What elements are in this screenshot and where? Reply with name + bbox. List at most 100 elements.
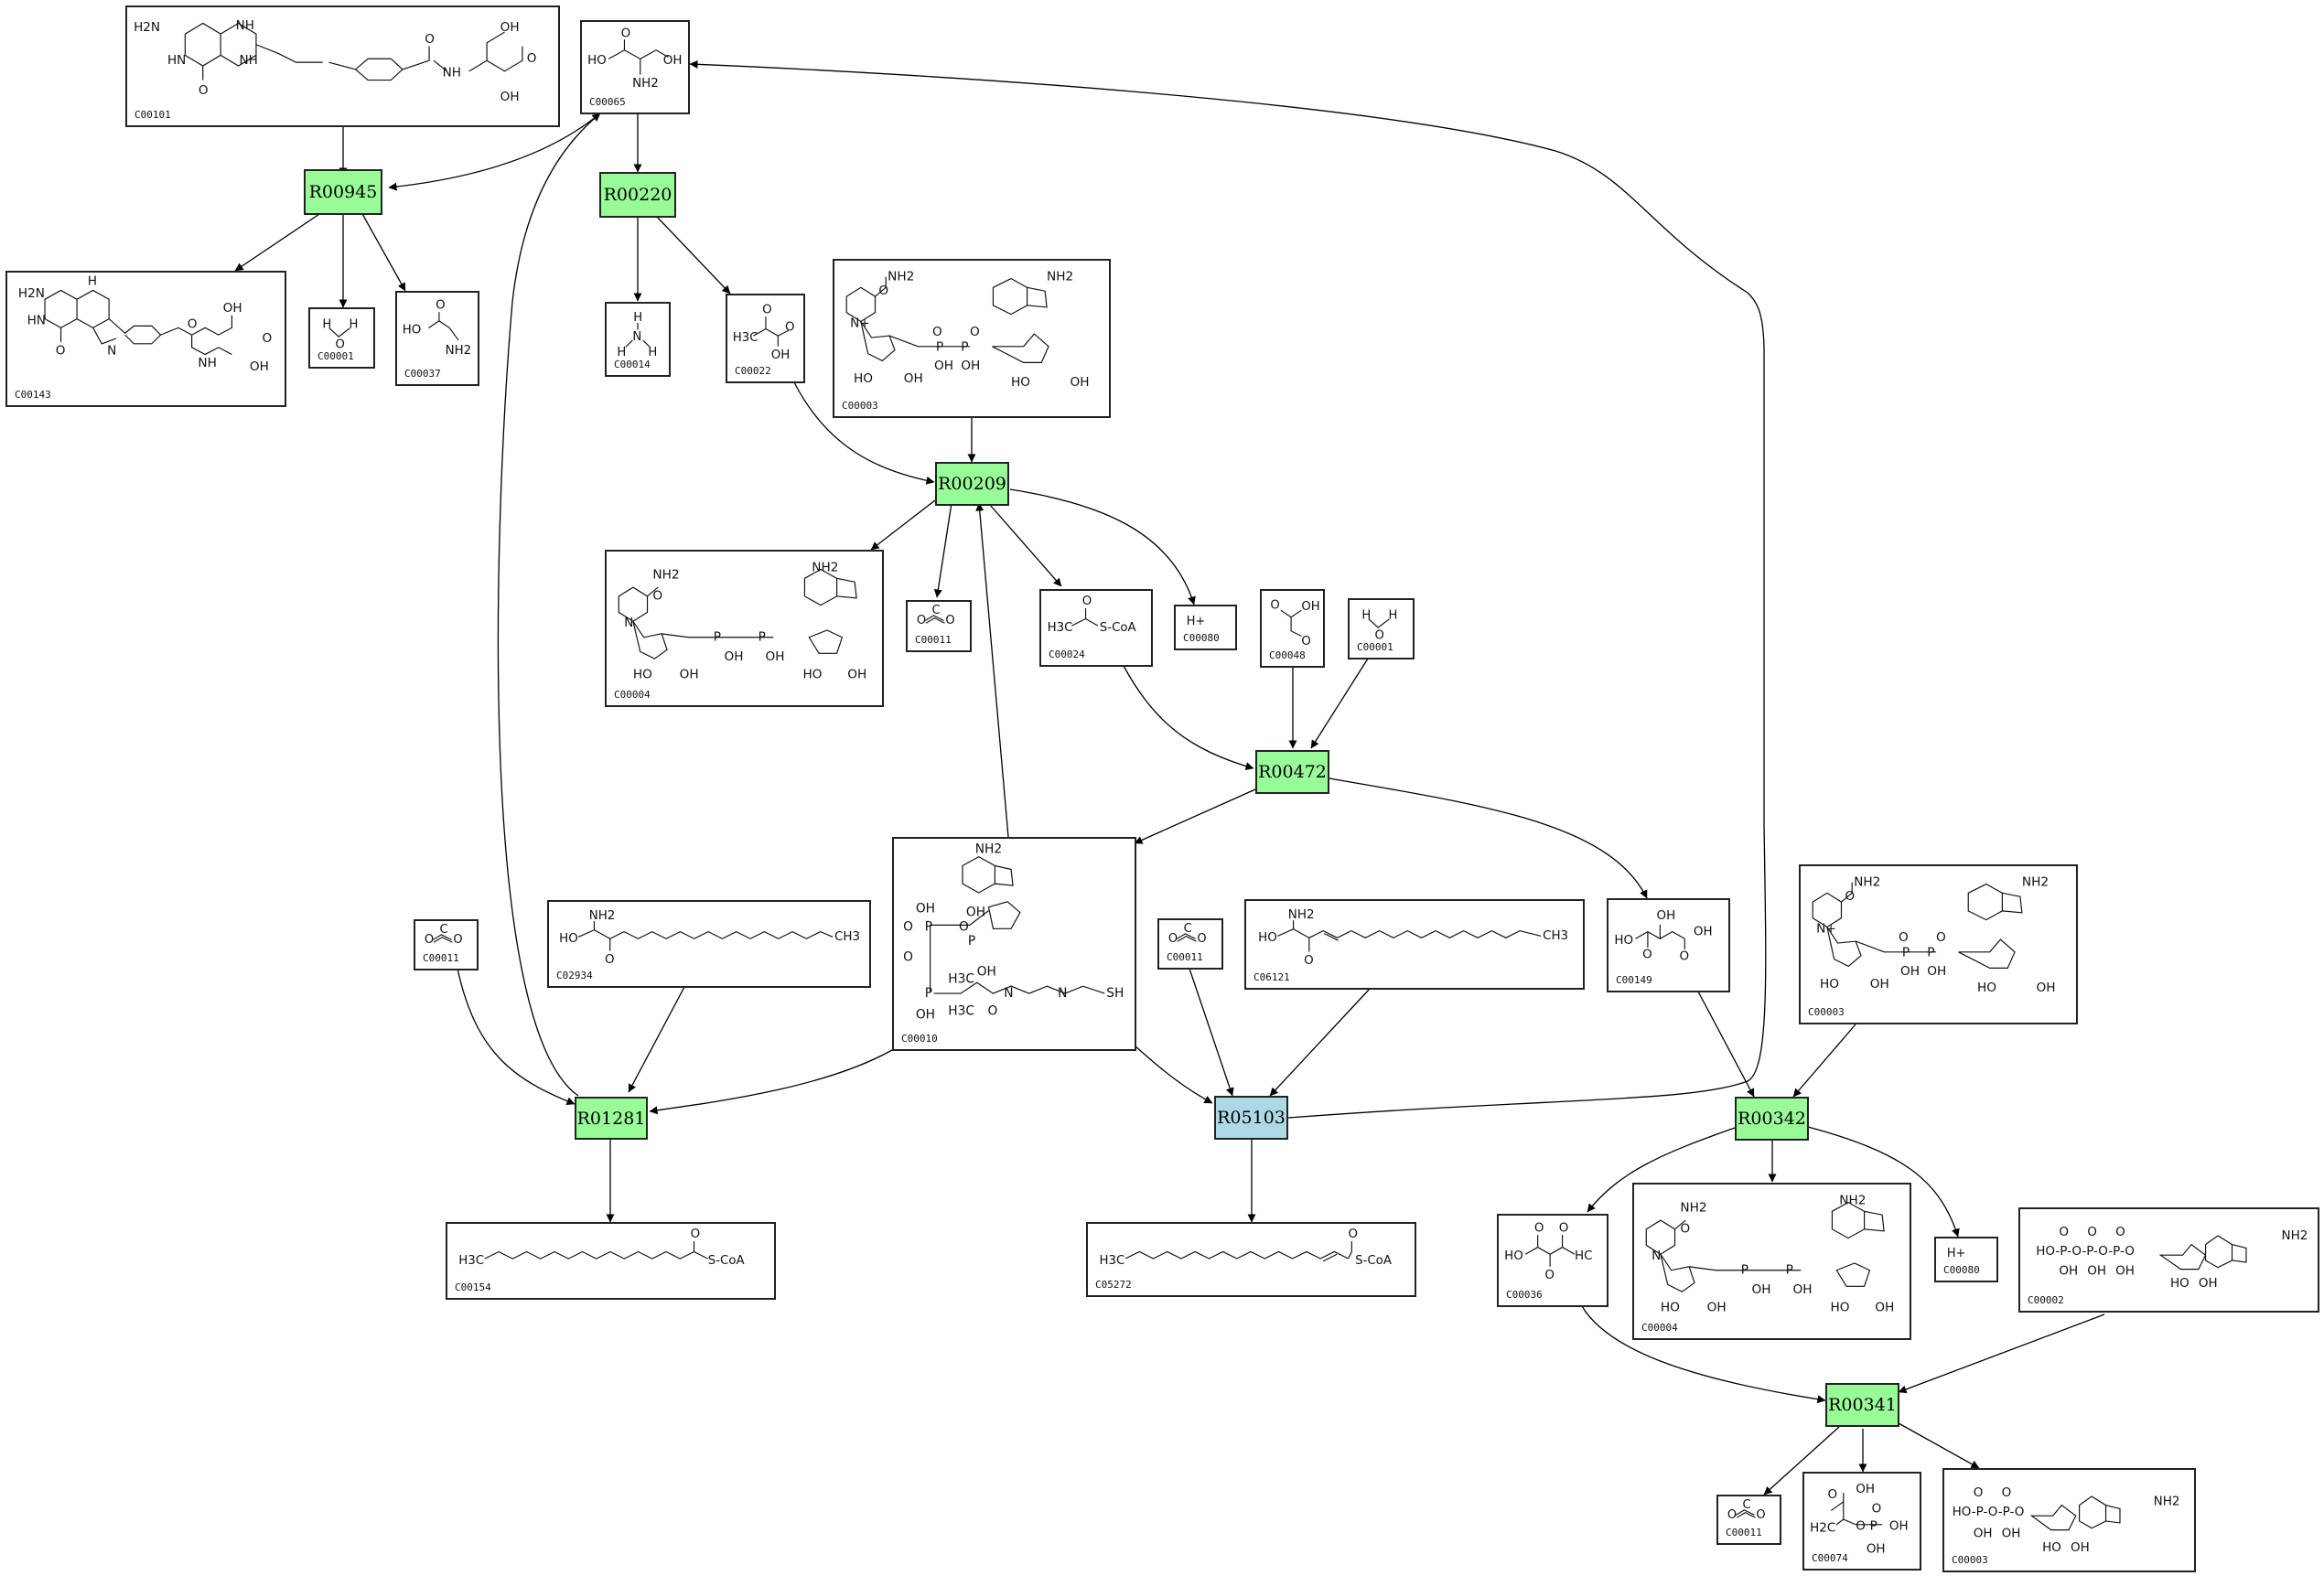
atom-label: O bbox=[56, 344, 66, 359]
edge-c00001-r00472 bbox=[1310, 658, 1369, 749]
compound-c06121[interactable]: NH2 HO O CH3 C06121 bbox=[1244, 899, 1585, 990]
compound-id: C00011 bbox=[1167, 951, 1203, 963]
compound-id: C00080 bbox=[1183, 632, 1220, 644]
atom-label: P bbox=[1786, 1263, 1793, 1278]
reaction-r00341[interactable]: R00341 bbox=[1825, 1383, 1899, 1427]
compound-c00003-top[interactable]: NH2 O N+ NH2 O P P O OH OH HO OH HO OH C… bbox=[833, 259, 1111, 418]
compound-c00001-mid[interactable]: H O H C00001 bbox=[1348, 598, 1415, 659]
atom-label: S-CoA bbox=[1355, 1254, 1392, 1268]
atom-label: OH bbox=[1792, 1282, 1812, 1297]
compound-c00080-right[interactable]: H+ C00080 bbox=[1934, 1237, 1998, 1282]
atom-label: HN bbox=[167, 53, 186, 68]
atom-label: N bbox=[624, 616, 633, 630]
atom-label: HO bbox=[1977, 981, 1996, 995]
atom-label: HO bbox=[1258, 931, 1277, 945]
structure-ammonia: H N H H bbox=[617, 311, 657, 359]
compound-id: C00002 bbox=[2028, 1294, 2064, 1306]
edge-r05103-c00065 bbox=[689, 59, 1767, 1119]
reaction-r00209[interactable]: R00209 bbox=[935, 462, 1009, 506]
compound-c00149[interactable]: OH O HO OH O C00149 bbox=[1607, 898, 1730, 992]
edge-c00065-r00945 bbox=[388, 113, 601, 191]
atom-label: NH2 bbox=[975, 842, 1002, 857]
atom-label: HO-P-O-P-O bbox=[1953, 1505, 2025, 1519]
compound-c00037[interactable]: O HO NH2 C00037 bbox=[395, 291, 479, 386]
compound-c00022[interactable]: O H3C O OH C00022 bbox=[726, 294, 805, 383]
reaction-id: R01281 bbox=[576, 1108, 646, 1129]
atom-label: H bbox=[633, 311, 642, 325]
compound-c00074[interactable]: O OH H2C O P OH OH O C00074 bbox=[1802, 1472, 1921, 1571]
edge-c00003-r00342 bbox=[1792, 1024, 1856, 1098]
edge-r00209-c00004 bbox=[870, 499, 936, 551]
reaction-r00945[interactable]: R00945 bbox=[304, 169, 382, 215]
compound-c00154[interactable]: O H3C S-CoA C00154 bbox=[446, 1222, 776, 1300]
atom-label: H bbox=[349, 318, 358, 332]
atom-label: O bbox=[1827, 1487, 1837, 1502]
compound-c00143[interactable]: H2N N H HN O OH O NH OH O C00143 bbox=[5, 271, 286, 407]
atom-label: OH bbox=[1900, 964, 1920, 979]
compound-c00008[interactable]: O O HO-P-O-P-O OH OH NH2 HO OH C00003 bbox=[1942, 1468, 2196, 1572]
structure-phosphoenolpyruvate: O OH H2C O P OH OH O bbox=[1810, 1482, 1908, 1556]
atom-label: O bbox=[2002, 1485, 2012, 1500]
edge-r00342-c00080 bbox=[1807, 1126, 1960, 1238]
atom-label: NH2 bbox=[1288, 908, 1315, 922]
compound-c02934[interactable]: NH2 HO O CH3 C02934 bbox=[547, 900, 871, 988]
atom-label: SH bbox=[1106, 986, 1124, 1001]
atom-label: HO bbox=[1614, 934, 1633, 948]
reaction-id: R00341 bbox=[1828, 1395, 1897, 1415]
atom-label: O bbox=[436, 298, 446, 312]
structure-co2: O C O bbox=[1168, 922, 1207, 946]
atom-label: O bbox=[188, 316, 198, 331]
compound-c00004-right[interactable]: NH2 O N NH2 P P OH OH HO OH HO OH C00004 bbox=[1632, 1183, 1911, 1340]
compound-c00011-top[interactable]: O C O C00011 bbox=[906, 600, 972, 652]
atom-label: NH2 bbox=[1854, 874, 1880, 889]
compound-c00003-right[interactable]: NH2 O N+ NH2 O P P O OH OH HO OH HO OH C… bbox=[1799, 864, 2078, 1024]
edge-c00010-r00209 bbox=[975, 502, 1009, 838]
edge-r00209-c00024 bbox=[989, 504, 1062, 587]
compound-c00024[interactable]: O H3C S-CoA C00024 bbox=[1039, 589, 1153, 667]
compound-c00011-left[interactable]: O C O C00011 bbox=[414, 919, 479, 970]
compound-c00004-top[interactable]: NH2 O N NH2 P P OH OH HO OH HO OH C00004 bbox=[605, 550, 884, 707]
atom-label: O bbox=[1727, 1508, 1737, 1522]
atom-label: NH bbox=[236, 18, 254, 33]
atom-label: OH bbox=[934, 359, 953, 373]
compound-c00010[interactable]: NH2 OH O P O OH P O P OH H3C OH H3C N O … bbox=[892, 837, 1136, 1051]
atom-label: P bbox=[1927, 946, 1934, 960]
atom-label: O bbox=[2059, 1225, 2069, 1239]
compound-c00101[interactable]: H2N NH NH HN O OH O NH OH O C00101 bbox=[125, 5, 560, 127]
compound-c00011-mid[interactable]: O C O C00011 bbox=[1157, 918, 1223, 970]
compound-id: C00024 bbox=[1049, 649, 1085, 660]
structure-co2: O C O bbox=[917, 604, 955, 627]
atom-label: O bbox=[1270, 598, 1279, 612]
reaction-r00472[interactable]: R00472 bbox=[1255, 750, 1329, 794]
compound-c00036[interactable]: O O HO O HC C00036 bbox=[1497, 1214, 1609, 1307]
atom-label: OH bbox=[1974, 1526, 1993, 1540]
compound-c00065[interactable]: O HO OH NH2 C00065 bbox=[580, 20, 690, 114]
atom-label: OH bbox=[250, 359, 269, 374]
compound-c00001-top[interactable]: H O H C00001 bbox=[308, 307, 375, 369]
atom-label: HO bbox=[1661, 1301, 1680, 1315]
compound-c00048[interactable]: O OH O C00048 bbox=[1260, 589, 1325, 668]
atom-label: O bbox=[691, 1228, 701, 1241]
compound-c05272[interactable]: O H3C S-CoA C05272 bbox=[1086, 1222, 1416, 1297]
structure-co2: O C O bbox=[425, 923, 463, 947]
atom-label: NH bbox=[198, 356, 216, 370]
edge-r00472-c00010 bbox=[1134, 788, 1256, 844]
compound-c00080-top[interactable]: H+ C00080 bbox=[1174, 605, 1237, 650]
reaction-r00342[interactable]: R00342 bbox=[1735, 1097, 1809, 1141]
atom-label: H+ bbox=[1947, 1247, 1965, 1260]
reaction-r01281[interactable]: R01281 bbox=[575, 1097, 648, 1140]
atom-label: P bbox=[759, 630, 766, 645]
structure-3-dehydrosphingenine: NH2 HO O CH3 bbox=[1258, 908, 1568, 968]
atom-label: C bbox=[440, 923, 448, 937]
atom-label: OH bbox=[1927, 964, 1946, 979]
compound-c00014[interactable]: H N H H C00014 bbox=[605, 302, 671, 377]
compound-c00002[interactable]: O O O HO-P-O-P-O-P-O OH OH OH NH2 HO OH … bbox=[2018, 1207, 2319, 1313]
atom-label: OH bbox=[1707, 1301, 1727, 1315]
reaction-r00220[interactable]: R00220 bbox=[599, 172, 676, 218]
atom-label: H3C bbox=[1048, 621, 1073, 635]
atom-label: P bbox=[925, 986, 932, 1001]
compound-c00011-bottom[interactable]: O C O C00011 bbox=[1716, 1495, 1781, 1545]
atom-label: H3C bbox=[1100, 1254, 1125, 1268]
reaction-r05103[interactable]: R05103 bbox=[1214, 1096, 1288, 1140]
compound-id: C00154 bbox=[455, 1281, 491, 1293]
